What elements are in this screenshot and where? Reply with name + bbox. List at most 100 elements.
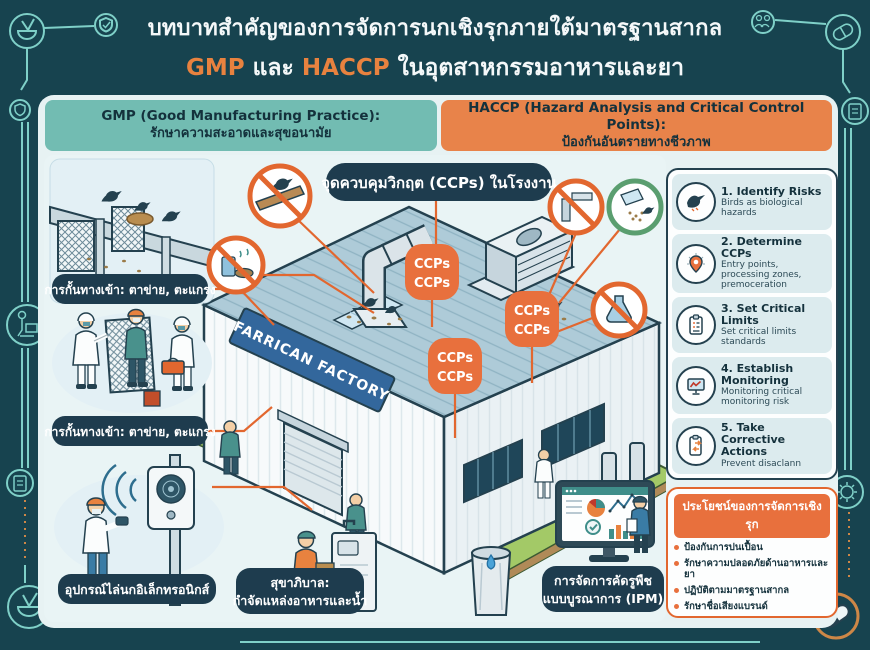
corrective-clipboard-icon — [676, 425, 716, 466]
worker-at-fence — [219, 420, 241, 475]
label-ipm: การจัดการคัดรูพืช แบบบูรณาการ (IPM) — [542, 566, 664, 612]
step-subtitle: Birds as biological hazards — [721, 197, 803, 218]
haccp-header: HACCP (Hazard Analysis and Critical Cont… — [440, 99, 832, 151]
shield-check-icon — [94, 13, 118, 37]
vignette-birds-on-beam — [49, 158, 215, 304]
worker-toolbox — [161, 316, 195, 391]
gmp-header-title: GMP (Good Manufacturing Practice): — [101, 108, 381, 125]
capsule-icon — [825, 14, 861, 50]
garage-door — [277, 408, 349, 517]
step-subtitle: Monitoring critical monitoring risk — [721, 387, 803, 408]
main-panel: GMP (Good Manufacturing Practice): รักษา… — [38, 95, 838, 628]
title-gmp: GMP — [185, 55, 245, 81]
connector-lines — [208, 201, 621, 511]
step-subtitle: Entry points, processing zones, premocer… — [721, 260, 802, 291]
benefits-title: ประโยชน์ของการจัดการเชิงรุก — [674, 494, 830, 538]
sound-waves — [101, 463, 137, 517]
bucket — [143, 390, 161, 407]
bullet-dot — [674, 545, 679, 550]
bird-nest — [126, 212, 154, 226]
title-line2: GMP และ HACCP ในอุตสาหกรรมอาหารและยา — [185, 55, 685, 81]
title-haccp: HACCP — [301, 55, 390, 81]
haccp-header-subtitle: ป้องกันอันตรายทางชีวภาพ — [561, 134, 711, 150]
haccp-steps-panel: 1. Identify Risks Birds as biological ha… — [666, 168, 838, 480]
people-icon — [751, 10, 775, 34]
benefit-item: รักษาความปลอดภัยด้านอาหารและยา — [674, 558, 830, 581]
worker-with-remote — [82, 497, 129, 581]
svg-text:สุขาภิบาล:: สุขาภิบาล: — [270, 575, 329, 591]
document-icon — [6, 469, 34, 497]
step-title: 5. Take Corrective Actions — [721, 421, 786, 459]
step-title: 4. Establish Monitoring — [721, 362, 794, 388]
roof-duct — [352, 224, 435, 328]
svg-text:อุปกรณ์ไล่นกอิเล็กทรอนิกส์: อุปกรณ์ไล่นกอิเล็กทรอนิกส์ — [65, 582, 210, 598]
benefit-item: ปฏิบัติตามมาตรฐานสากล — [674, 585, 830, 597]
step-determine-ccps: 2. Determine CCPs Entry points, processi… — [672, 234, 832, 294]
faucet — [342, 519, 356, 527]
bullet-dot — [674, 603, 679, 609]
svg-text:การกั้นทางเข้า: ตาข่าย, ตะแกรง: การกั้นทางเข้า: ตาข่าย, ตะแกรง — [44, 422, 215, 439]
step-subtitle: Set critical limits standards — [721, 326, 797, 347]
ccp-badge-2: CCPs CCPs — [505, 291, 559, 347]
svg-text:แบบบูรณาการ (IPM): แบบบูรณาการ (IPM) — [543, 591, 664, 607]
svg-text:การจัดการคัดรูพืช: การจัดการคัดรูพืช — [554, 573, 652, 589]
label-entry-blocking-2: การกั้นทางเข้า: ตาข่าย, ตะแกรง — [44, 416, 216, 446]
svg-text:CCPs: CCPs — [514, 304, 550, 319]
location-pin-icon — [676, 243, 716, 284]
toolbox — [161, 360, 185, 375]
svg-text:CCPs: CCPs — [437, 370, 473, 385]
ccp-badge-1: CCPs CCPs — [405, 244, 459, 300]
step-title: 3. Set Critical Limits — [721, 301, 806, 327]
shield-check-icon — [9, 99, 31, 121]
title-line1: บทบาทสำคัญของการจัดการนกเชิงรุกภายใต้มาต… — [147, 16, 723, 41]
trash-bin — [470, 546, 512, 616]
no-bird-circle — [247, 163, 313, 229]
gmp-header-subtitle: รักษาความสะอาดและสุขอนามัย — [150, 125, 332, 141]
ccp-title-pill: จุดควบคุมวิกฤต (CCPs) ในโรงงาน — [321, 163, 558, 201]
svg-text:กำจัดแหล่งอาหารและน้ำ: กำจัดแหล่งอาหารและน้ำ — [233, 591, 368, 608]
no-food-waste-circle — [206, 235, 266, 295]
bullet-dot — [674, 587, 679, 593]
svg-text:CCPs: CCPs — [514, 323, 550, 338]
monitor-chart-icon — [676, 365, 716, 406]
step-title: 1. Identify Risks — [721, 184, 822, 198]
bird-icon — [676, 182, 716, 223]
svg-text:การกั้นทางเข้า: ตาข่าย, ตะแกรง: การกั้นทางเข้า: ตาข่าย, ตะแกรง — [44, 280, 215, 297]
worker-white-suit — [72, 312, 109, 389]
benefit-item: รักษาชื่อเสียงแบรนด์ — [674, 601, 830, 613]
no-ledge-circle — [547, 178, 605, 236]
infographic-title: บทบาทสำคัญของการจัดการนกเชิงรุกภายใต้มาต… — [0, 10, 870, 86]
factory-building: FARRICAN FACTORY — [201, 205, 663, 575]
roof-fan — [516, 227, 542, 247]
spilled-feed-circle — [606, 178, 664, 236]
factory-illustration: FARRICAN FACTORY — [44, 155, 666, 622]
svg-text:จุดควบคุมวิกฤต (CCPs) ในโรงงาน: จุดควบคุมวิกฤต (CCPs) ในโรงงาน — [321, 173, 557, 193]
gmp-header: GMP (Good Manufacturing Practice): รักษา… — [45, 100, 437, 151]
label-entry-blocking-1: การกั้นทางเข้า: ตาข่าย, ตะแกรง — [44, 274, 216, 304]
remote-control — [115, 516, 129, 526]
clipboard — [626, 518, 638, 533]
document-icon — [841, 97, 869, 125]
step-subtitle: Prevent disaclann — [721, 458, 802, 469]
worker-clipboard — [626, 495, 651, 553]
svg-text:CCPs: CCPs — [437, 351, 473, 366]
inspector-white-suit — [534, 448, 554, 499]
ccp-badge-3: CCPs CCPs — [428, 338, 482, 394]
benefit-item: ป้องกันการปนเปื้อน — [674, 542, 830, 554]
haccp-header-title: HACCP (Hazard Analysis and Critical Cont… — [468, 99, 805, 134]
worker-teal-helmet — [124, 308, 148, 387]
label-electronic-repeller: อุปกรณ์ไล่นกอิเล็กทรอนิกส์ — [58, 574, 216, 604]
step-identify-risks: 1. Identify Risks Birds as biological ha… — [672, 174, 832, 231]
vignette-workers-mesh — [52, 308, 212, 413]
step-title: 2. Determine CCPs — [721, 235, 802, 261]
svg-text:CCPs: CCPs — [414, 257, 450, 272]
check-icon — [585, 519, 601, 535]
svg-text:CCPs: CCPs — [414, 276, 450, 291]
no-chemicals-circle — [590, 281, 648, 339]
benefits-panel: ประโยชน์ของการจัดการเชิงรุก ป้องกันการปน… — [666, 487, 838, 618]
standard-headers: GMP (Good Manufacturing Practice): รักษา… — [45, 100, 832, 151]
step-set-critical-limits: 3. Set Critical Limits Set critical limi… — [672, 297, 832, 354]
label-sanitation: สุขาภิบาล: กำจัดแหล่งอาหารและน้ำ — [233, 568, 368, 614]
vignette-electronic-repeller — [54, 454, 224, 606]
